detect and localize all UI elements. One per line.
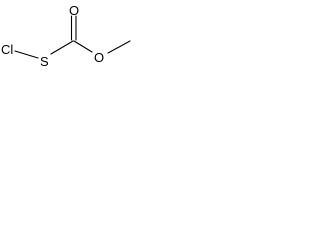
atom-sulfur-label: S: [40, 54, 49, 69]
molecule-svg: Cl S O O: [1, 3, 131, 69]
bond-s-c: [50, 40, 74, 55]
atom-carbonyl-oxygen-label: O: [69, 3, 79, 18]
structure-diagram: Cl S O O: [0, 0, 146, 73]
bond-c-o-single: [73, 40, 93, 53]
atom-chlorine-label: Cl: [1, 42, 13, 57]
bond-cl-s: [14, 50, 39, 59]
bond-o-methyl: [107, 40, 131, 54]
atom-ester-oxygen-label: O: [94, 50, 104, 65]
